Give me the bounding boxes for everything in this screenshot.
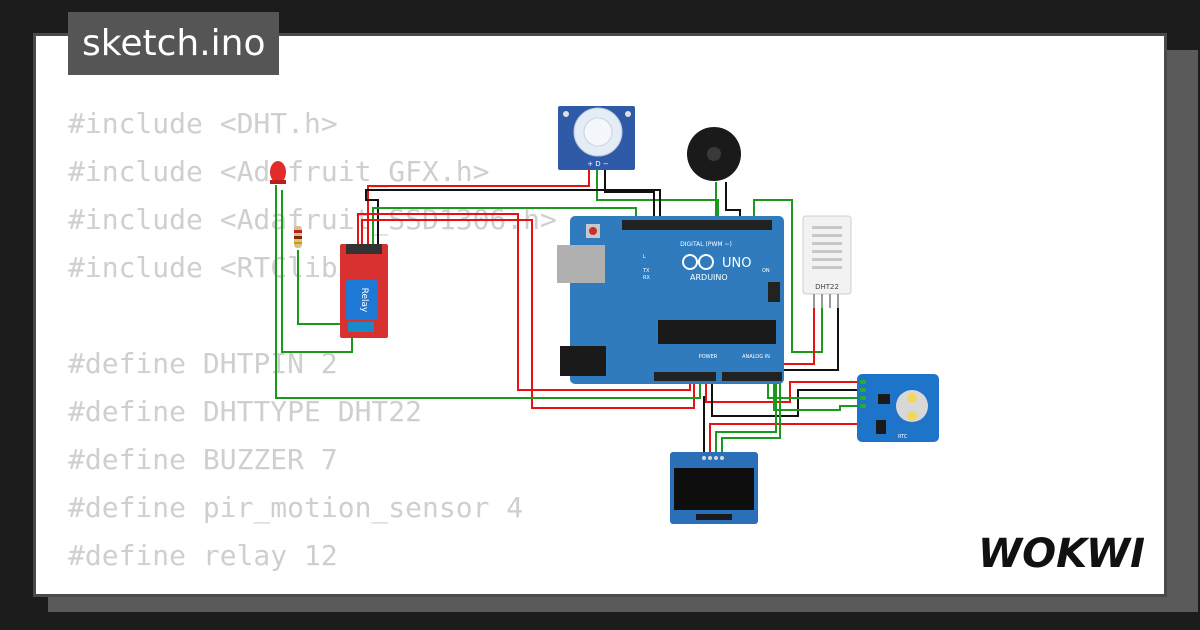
led-l-label: L bbox=[643, 254, 646, 260]
red-led[interactable] bbox=[270, 161, 286, 184]
code-line: #define pir_motion_sensor 4 bbox=[68, 491, 524, 524]
pir-sensor[interactable]: + D − bbox=[558, 106, 635, 170]
relay-module[interactable]: Relay bbox=[340, 244, 388, 338]
code-line: #include <DHT.h> bbox=[68, 107, 338, 140]
dht-label: DHT22 bbox=[815, 283, 839, 291]
digital-label: DIGITAL (PWM ~) bbox=[680, 241, 732, 248]
arduino-brand: ARDUINO bbox=[690, 273, 728, 282]
wire-pir-signal bbox=[596, 170, 719, 222]
rtc-module[interactable]: RTC bbox=[857, 374, 939, 442]
analog-label: ANALOG IN bbox=[742, 354, 770, 360]
buzzer[interactable] bbox=[687, 127, 741, 181]
wire-rtc-sda bbox=[773, 376, 860, 411]
file-tab[interactable]: sketch.ino bbox=[68, 12, 280, 75]
code-line: #define BUZZER 7 bbox=[68, 443, 338, 476]
wire-relay-vcc bbox=[357, 213, 691, 391]
oled-display[interactable] bbox=[670, 452, 758, 524]
code-line: #include <Adafruit_GFX.h> bbox=[68, 155, 490, 188]
pir-pin-labels: + D − bbox=[587, 160, 609, 168]
relay-label: Relay bbox=[359, 288, 369, 313]
rx-label: RX bbox=[643, 275, 650, 281]
wire-rtc-gnd bbox=[711, 376, 860, 417]
code-line: #define DHTTYPE DHT22 bbox=[68, 395, 423, 428]
wire-oled-sda bbox=[721, 376, 781, 455]
wokwi-logo: WOKWI bbox=[978, 531, 1145, 577]
tx-label: TX bbox=[642, 268, 650, 274]
power-label: POWER bbox=[699, 354, 718, 360]
wire-led-relay bbox=[281, 190, 353, 353]
wire-rtc-vcc bbox=[705, 376, 860, 403]
arduino-model: UNO bbox=[722, 256, 751, 271]
wire-led-anode bbox=[275, 185, 701, 399]
wire-oled-scl bbox=[715, 376, 777, 455]
wire-pir-gnd bbox=[604, 170, 655, 222]
on-label: ON bbox=[762, 268, 770, 274]
resistor[interactable] bbox=[294, 226, 302, 248]
code-line: #define relay 12 bbox=[68, 539, 338, 572]
logo-text: WOKWI bbox=[978, 531, 1145, 577]
arduino-uno[interactable]: DIGITAL (PWM ~) UNO ARDUINO L TX RX ON P… bbox=[557, 216, 784, 384]
wire-oled-vcc bbox=[709, 400, 861, 455]
dht22-sensor[interactable]: DHT22 bbox=[802, 215, 852, 308]
wire-relay-in bbox=[372, 207, 637, 244]
wires bbox=[275, 170, 861, 455]
wire-relay-vcc2 bbox=[361, 219, 695, 409]
rtc-label: RTC bbox=[898, 434, 908, 440]
wire-dht-data bbox=[753, 199, 823, 353]
